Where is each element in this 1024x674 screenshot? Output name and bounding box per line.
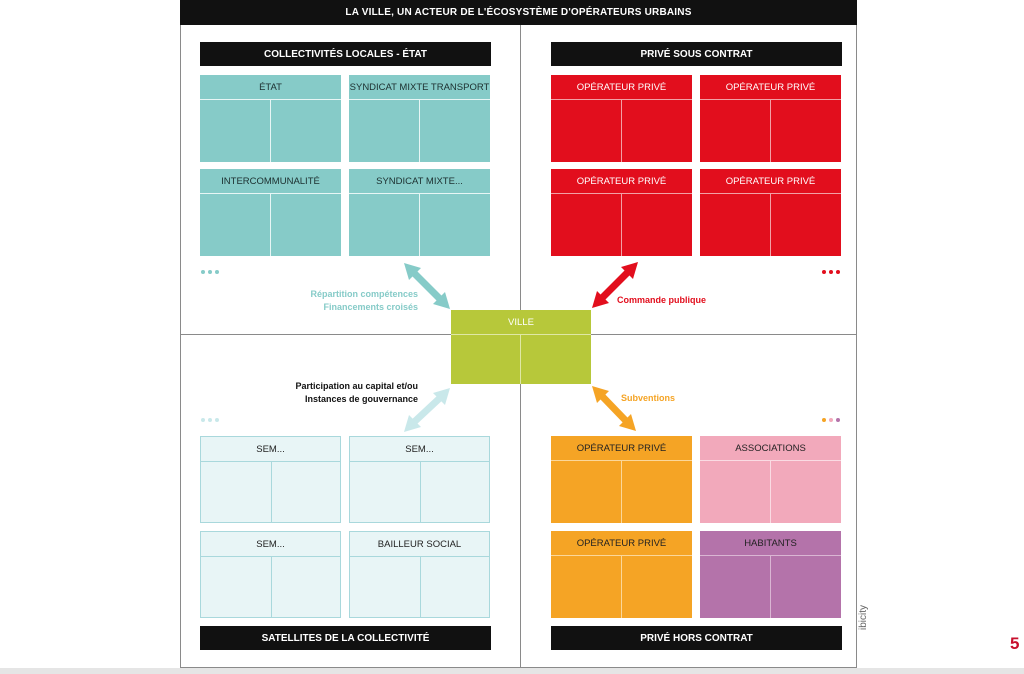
card-label: OPÉRATEUR PRIVÉ bbox=[725, 81, 816, 93]
card-sem: SEM... bbox=[200, 531, 341, 618]
card-label: SYNDICAT MIXTE TRANSPORT bbox=[349, 81, 490, 93]
note-line: Instances de gouvernance bbox=[304, 394, 418, 404]
ibicity-logo: ibicity bbox=[858, 604, 869, 630]
card-label: OPÉRATEUR PRIVÉ bbox=[725, 175, 816, 187]
card-operateur-prive: OPÉRATEUR PRIVÉ bbox=[551, 75, 692, 162]
ellipsis-dots-pale bbox=[201, 418, 219, 422]
card-operateur-prive: OPÉRATEUR PRIVÉ bbox=[551, 436, 692, 523]
double-arrow-orange bbox=[592, 386, 636, 431]
card-syndicat-mixte: SYNDICAT MIXTE... bbox=[349, 169, 490, 256]
ville-label: VILLE bbox=[508, 316, 534, 328]
card-bailleur-social: BAILLEUR SOCIAL bbox=[349, 531, 490, 618]
ellipsis-dots-red bbox=[822, 270, 840, 274]
page-number: 5 bbox=[1010, 634, 1020, 653]
card-label: OPÉRATEUR PRIVÉ bbox=[576, 81, 667, 93]
card-label: SEM... bbox=[405, 443, 434, 455]
card-operateur-prive: OPÉRATEUR PRIVÉ bbox=[700, 75, 841, 162]
card-syndicat-transport: SYNDICAT MIXTE TRANSPORT bbox=[349, 75, 490, 162]
card-associations: ASSOCIATIONS bbox=[700, 436, 841, 523]
card-habitants: HABITANTS bbox=[700, 531, 841, 618]
card-label: OPÉRATEUR PRIVÉ bbox=[576, 442, 667, 454]
label-collectivites: COLLECTIVITÉS LOCALES - ÉTAT bbox=[200, 42, 491, 66]
card-sem: SEM... bbox=[200, 436, 341, 523]
label-satellites: SATELLITES DE LA COLLECTIVITÉ bbox=[200, 626, 491, 650]
ville-box: VILLE bbox=[451, 310, 591, 384]
note-repartition: Répartition compétences Financements cro… bbox=[290, 288, 418, 314]
card-operateur-prive: OPÉRATEUR PRIVÉ bbox=[700, 169, 841, 256]
double-arrow-pale bbox=[404, 388, 450, 432]
note-line: Financements croisés bbox=[323, 302, 418, 312]
note-line: Répartition compétences bbox=[310, 289, 418, 299]
ellipsis-dots-multicolor bbox=[822, 418, 840, 422]
card-label: OPÉRATEUR PRIVÉ bbox=[576, 537, 667, 549]
double-arrow-teal bbox=[404, 263, 450, 309]
note-participation: Participation au capital et/ou Instances… bbox=[270, 380, 418, 406]
card-intercommunalite: INTERCOMMUNALITÉ bbox=[200, 169, 341, 256]
diagram-title: LA VILLE, UN ACTEUR DE L'ÉCOSYSTÈME D'OP… bbox=[180, 0, 857, 25]
label-prive-hors-contrat: PRIVÉ HORS CONTRAT bbox=[551, 626, 842, 650]
card-label: SYNDICAT MIXTE... bbox=[376, 175, 463, 187]
card-label: HABITANTS bbox=[744, 537, 797, 549]
card-etat: ÉTAT bbox=[200, 75, 341, 162]
card-label: SEM... bbox=[256, 443, 285, 455]
card-operateur-prive: OPÉRATEUR PRIVÉ bbox=[551, 531, 692, 618]
card-label: ASSOCIATIONS bbox=[735, 442, 806, 454]
card-label: ÉTAT bbox=[259, 81, 282, 93]
card-sem: SEM... bbox=[349, 436, 490, 523]
note-line: Participation au capital et/ou bbox=[295, 381, 418, 391]
card-label: OPÉRATEUR PRIVÉ bbox=[576, 175, 667, 187]
label-prive-sous-contrat: PRIVÉ SOUS CONTRAT bbox=[551, 42, 842, 66]
note-subventions: Subventions bbox=[621, 393, 676, 403]
card-label: INTERCOMMUNALITÉ bbox=[221, 175, 320, 187]
double-arrow-red bbox=[592, 262, 638, 308]
bottom-strip bbox=[0, 668, 1024, 674]
card-label: BAILLEUR SOCIAL bbox=[377, 538, 462, 550]
ellipsis-dots-teal bbox=[201, 270, 219, 274]
card-label: SEM... bbox=[256, 538, 285, 550]
card-operateur-prive: OPÉRATEUR PRIVÉ bbox=[551, 169, 692, 256]
note-commande-publique: Commande publique bbox=[617, 295, 707, 305]
